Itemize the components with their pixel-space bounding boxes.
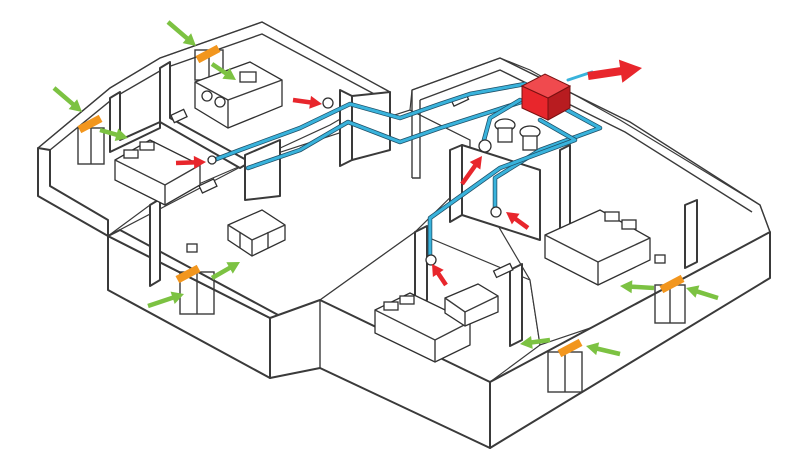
fresh-air-arrow-icon — [520, 335, 551, 349]
pillow — [139, 141, 155, 151]
furniture — [114, 61, 651, 363]
bed-bottom — [374, 292, 471, 363]
supply-arrow-icon — [432, 264, 448, 287]
supply-arrow-icon — [460, 156, 482, 186]
sofa — [227, 209, 286, 257]
fresh-air-arrow-icon — [686, 285, 719, 301]
ceiling-diffuser-icon — [207, 155, 217, 165]
stove-burner — [201, 90, 213, 102]
supply-arrow-icon — [175, 155, 206, 169]
sink — [239, 71, 257, 83]
duct-main-upper — [212, 82, 527, 162]
partition-living-left — [149, 198, 161, 287]
duct-network — [211, 70, 603, 261]
exhaust-arrow-right-icon — [587, 59, 642, 83]
fresh-air-arrow-icon — [210, 62, 236, 80]
bathroom-fixtures — [494, 118, 541, 151]
wall-inlet-vent — [659, 274, 685, 294]
supply-arrow-icon — [292, 95, 322, 109]
wall-unit — [198, 178, 218, 194]
wall-inlets — [77, 44, 685, 358]
building-walls — [37, 21, 771, 449]
stove-burner — [214, 96, 226, 108]
wall-inlet-vent — [77, 114, 103, 134]
wall-unit — [170, 108, 188, 124]
fresh-air-arrow-icon — [99, 127, 128, 141]
back-wall-left — [37, 21, 391, 149]
partition-bottom — [414, 225, 428, 307]
wall-unit — [492, 262, 514, 279]
fresh-air-arrow-icon — [620, 280, 655, 294]
airflow-arrows-red — [175, 59, 642, 287]
duct-branch-right — [493, 102, 602, 212]
bench — [444, 283, 499, 327]
partition-right-end — [684, 199, 698, 269]
fresh-air-arrow-icon — [166, 20, 196, 46]
ceiling-diffuser-icon — [322, 97, 334, 109]
partition-bath — [449, 144, 463, 223]
kitchen-counter — [194, 61, 283, 129]
ceiling-diffuser-icon — [425, 254, 437, 266]
wall-inlet-vent — [557, 338, 583, 358]
airflow-arrows-green — [52, 20, 719, 357]
ventilation-unit — [520, 73, 572, 121]
ceiling-diffuser-icon — [490, 206, 502, 218]
floor-vent-icon — [186, 243, 198, 253]
duct-branch-bottom — [428, 118, 577, 260]
fresh-air-arrow-icon — [147, 291, 184, 309]
wall-inlet-vent — [195, 44, 221, 64]
partition-bedroom-left — [109, 91, 161, 153]
fresh-air-arrow-icon — [586, 342, 621, 357]
fresh-air-arrow-icon — [210, 262, 240, 280]
floor-vent-icon — [654, 254, 666, 264]
supply-arrow-icon — [506, 212, 530, 230]
diffusers — [186, 97, 666, 266]
duct-branch-bath — [482, 98, 522, 142]
wall-inlet-vent — [175, 264, 201, 284]
partition-hall — [244, 139, 281, 201]
back-wall-right — [411, 57, 771, 233]
ceiling-diffuser-icon — [478, 139, 492, 153]
pillow — [123, 149, 139, 159]
duct-main-lower — [246, 94, 542, 170]
fresh-air-arrow-icon — [52, 86, 82, 112]
